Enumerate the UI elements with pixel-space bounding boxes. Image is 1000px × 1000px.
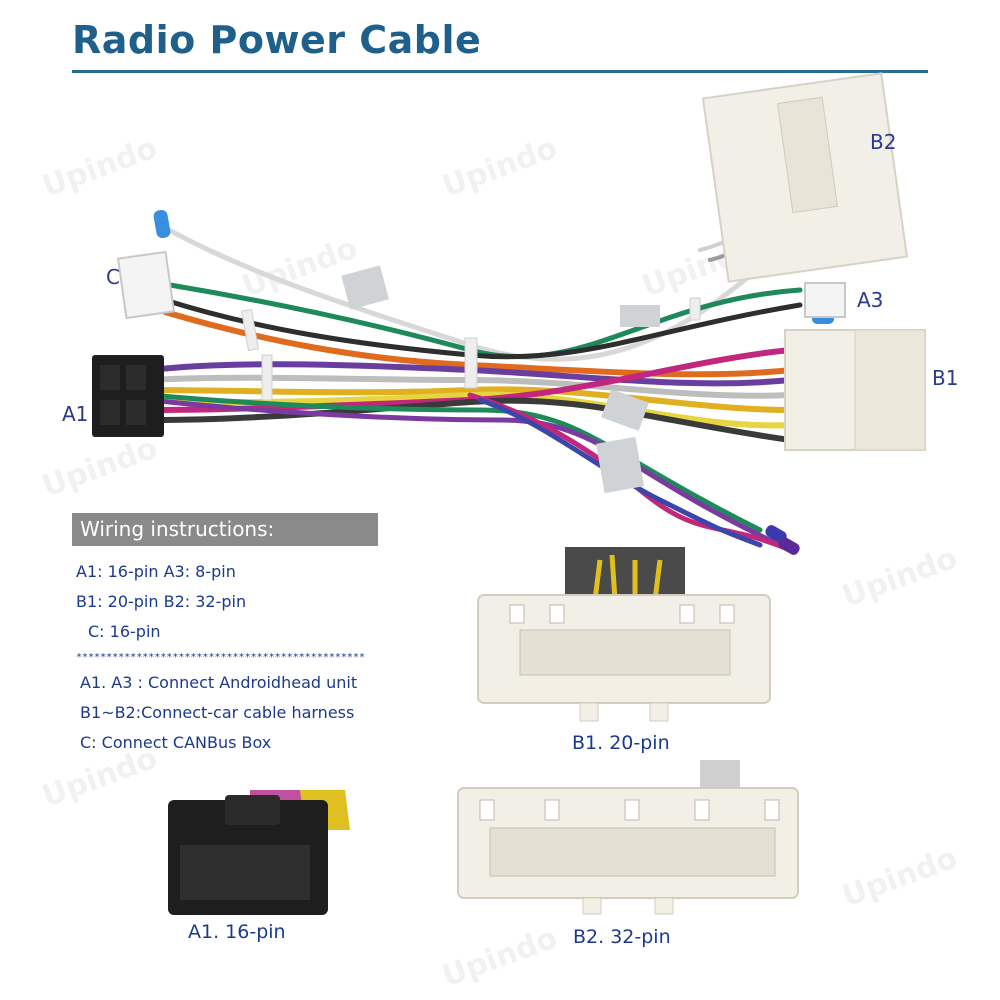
title-underline: [72, 70, 928, 73]
label-b1: B1: [932, 366, 959, 390]
wiring-line-3: C: 16-pin: [88, 622, 161, 641]
wiring-line-5: B1~B2:Connect-car cable harness: [80, 703, 355, 722]
wiring-line-1: A1: 16-pin A3: 8-pin: [76, 562, 236, 581]
wiring-line-6: C: Connect CANBus Box: [80, 733, 272, 752]
label-a3: A3: [857, 288, 884, 312]
wiring-instructions-heading: Wiring instructions:: [72, 513, 378, 546]
wiring-line-4: A1. A3 : Connect Androidhead unit: [80, 673, 358, 692]
caption-b2: B2. 32-pin: [573, 926, 671, 948]
caption-b1: B1. 20-pin: [572, 732, 670, 754]
wiring-line-2: B1: 20-pin B2: 32-pin: [76, 592, 247, 611]
label-b2: B2: [870, 130, 897, 154]
page-title: Radio Power Cable: [72, 18, 482, 62]
label-a1: A1: [62, 402, 89, 426]
wiring-separator: ****************************************…: [76, 652, 365, 663]
label-c: C: [106, 265, 120, 289]
caption-a1: A1. 16-pin: [188, 921, 286, 943]
